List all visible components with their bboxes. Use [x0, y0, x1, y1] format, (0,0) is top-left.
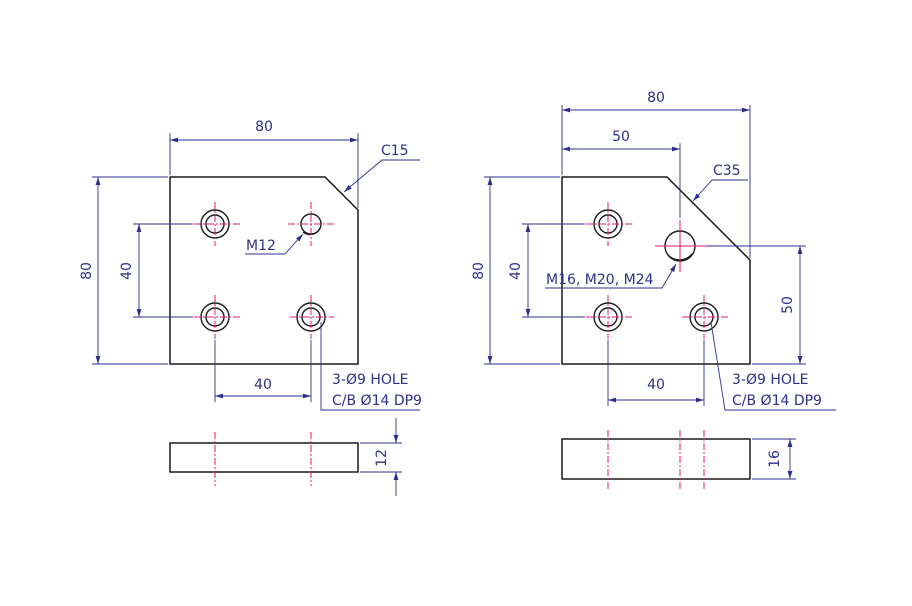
- right-chamfer-label: C35: [713, 163, 741, 179]
- right-height-dim: 80: [471, 262, 487, 280]
- left-chamfer-label: C15: [381, 143, 409, 159]
- right-plate-top-view: 80 50 80 40 50 40 C35 M16, M20, M24: [471, 90, 836, 411]
- left-hole-spacing-h: 40: [254, 377, 272, 393]
- left-plate-side-view: 12: [169, 418, 402, 496]
- left-hole-note-line2: C/B Ø14 DP9: [332, 393, 422, 409]
- left-width-dim: 80: [255, 119, 273, 135]
- left-hole-spacing-v: 40: [119, 262, 135, 280]
- right-hole-bottom-left: [586, 295, 632, 339]
- left-hole-bottom-right: [290, 295, 334, 339]
- right-hole-top-left: [586, 202, 632, 246]
- left-tap-label: M12: [246, 238, 276, 254]
- right-hole-bottom-right: [682, 295, 728, 339]
- right-thickness-dim: 16: [767, 450, 783, 468]
- left-plate-top-view: 80 80 40 40 C15 M12 3-Ø9 HOLE C/B Ø14 DP…: [79, 119, 422, 411]
- right-hole-spacing-h: 40: [647, 377, 665, 393]
- left-tapped-hole-m12: [288, 202, 334, 246]
- right-right-offset-dim: 50: [780, 296, 796, 314]
- left-hole-top-left: [194, 202, 240, 246]
- left-side-outline: [169, 442, 359, 473]
- right-plate-outline: [561, 176, 751, 365]
- left-height-dim: 80: [79, 262, 95, 280]
- right-hole-note-line2: C/B Ø14 DP9: [732, 393, 822, 409]
- left-hole-note-line1: 3-Ø9 HOLE: [332, 372, 409, 388]
- right-tap-label: M16, M20, M24: [546, 272, 654, 288]
- right-plate-side-view: 16: [561, 430, 796, 490]
- left-plate-outline: [169, 176, 359, 365]
- right-tapped-hole: [655, 220, 707, 272]
- left-hole-bottom-left: [194, 295, 240, 339]
- right-offset-dim: 50: [612, 129, 630, 145]
- right-width-dim: 80: [647, 90, 665, 106]
- right-side-outline: [561, 438, 751, 480]
- left-thickness-dim: 12: [374, 449, 390, 467]
- right-hole-spacing-v: 40: [508, 262, 524, 280]
- right-hole-note-line1: 3-Ø9 HOLE: [732, 372, 809, 388]
